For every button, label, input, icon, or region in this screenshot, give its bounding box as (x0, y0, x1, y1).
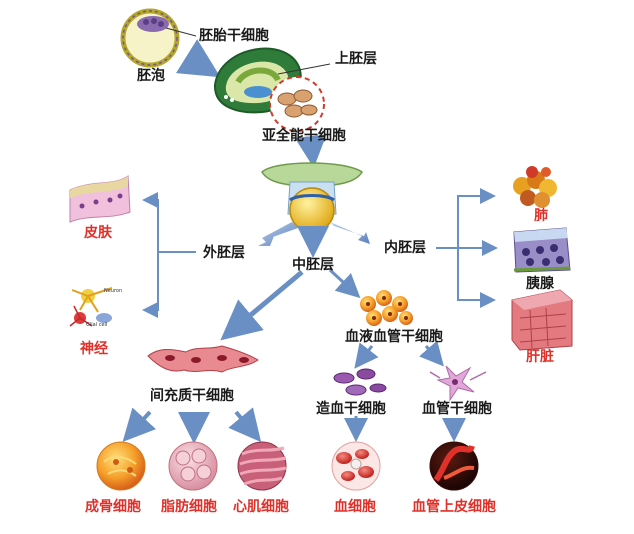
mesoderm-label: 中胚层 (292, 257, 334, 273)
endothelial-cell-image (429, 441, 479, 491)
cardiomyocyte-label: 心肌细胞 (233, 499, 289, 515)
arrow-blastocyst-embryo (175, 39, 221, 78)
arrow-hematopoietic (354, 342, 379, 369)
pancreas-label: 胰腺 (526, 276, 554, 292)
glial-micro-label: Glial cell (86, 322, 107, 328)
mesenchymal-stem-cell-label: 间充质干细胞 (150, 388, 234, 404)
vascular-stem-cell-label: 血管干细胞 (422, 401, 492, 417)
vascular-stem-cells-image (429, 365, 487, 402)
neuron-micro-label: Neuron (104, 288, 122, 294)
nerve-label: 神经 (80, 341, 108, 357)
lung-label: 肺 (534, 208, 548, 224)
blastocyst-label: 胚泡 (137, 68, 165, 84)
arrow-cardiomyocyte (228, 407, 262, 443)
endoderm-bracket (436, 188, 498, 308)
arrow-osteoblast (122, 407, 157, 442)
cardiomyocyte-image (237, 441, 287, 491)
lung-tissue-image (513, 166, 557, 208)
hematopoietic-stem-cell-label: 造血干细胞 (316, 401, 386, 417)
liver-tissue-image (511, 289, 573, 351)
liver-label: 肝脏 (526, 349, 554, 365)
arrow-endoderm (330, 222, 370, 244)
arrow-vascular (419, 340, 444, 367)
blastocyst-image (120, 8, 197, 68)
arrow-mesenchymal (220, 270, 304, 341)
sub-totipotent-cells-image (269, 76, 325, 132)
hemangioblast-cells-image (360, 290, 413, 326)
vascular-endothelial-cell-label: 血管上皮细胞 (412, 499, 496, 515)
osteoblast-image (96, 441, 146, 491)
ectoderm-label: 外胚层 (203, 245, 245, 261)
endoderm-label: 内胚层 (384, 240, 426, 256)
adipocyte-label: 脂肪细胞 (161, 499, 217, 515)
mesenchymal-cells-image (147, 345, 259, 373)
epiblast-label: 上胚层 (335, 51, 377, 67)
nerve-cells-image: Neuron Glial cell (69, 287, 122, 328)
skin-label: 皮肤 (84, 225, 112, 241)
arrow-to-gastrula (294, 134, 327, 168)
blood-cell-image (331, 441, 381, 491)
hematopoietic-cells-image (333, 368, 387, 396)
arrow-hemangioblast (328, 268, 361, 299)
blood-cell-label: 血细胞 (334, 499, 376, 515)
osteoblast-label: 成骨细胞 (85, 499, 141, 515)
pancreas-tissue-image (513, 227, 571, 273)
arrow-ectoderm (258, 222, 298, 246)
sub-totipotent-stem-cell-label: 亚全能干细胞 (262, 128, 346, 144)
embryonic-stem-cell-label: 胚胎干细胞 (199, 28, 269, 44)
hemangioblast-label: 血液血管干细胞 (345, 329, 443, 345)
ectoderm-bracket (142, 192, 196, 318)
skin-tissue-image (69, 175, 131, 223)
adipocyte-image (168, 441, 218, 491)
gastrula-image (261, 162, 364, 233)
